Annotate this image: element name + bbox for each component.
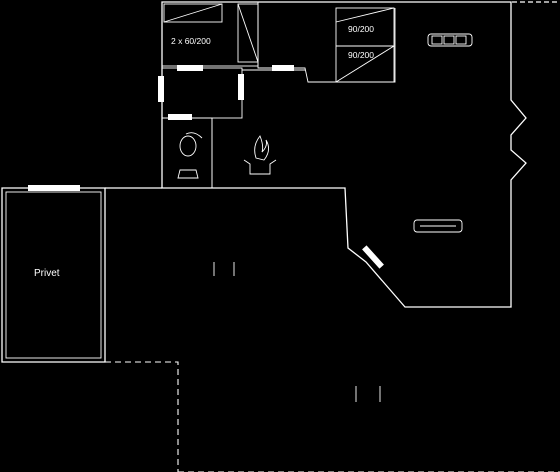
- table-icon: [355, 386, 381, 402]
- main-hall: [105, 187, 560, 472]
- upper-rooms: [161, 1, 396, 83]
- door[interactable]: [168, 114, 192, 120]
- door[interactable]: [158, 76, 164, 102]
- bed-label: 90/200: [348, 24, 374, 34]
- fireplace-icon: [243, 135, 277, 175]
- door[interactable]: [362, 245, 384, 269]
- outer-walls: [161, 1, 560, 308]
- toilet-icon: [177, 132, 203, 179]
- door[interactable]: [272, 65, 294, 71]
- door[interactable]: [177, 65, 203, 71]
- sofa-icon: [413, 219, 463, 233]
- privy-label: Privet: [34, 268, 60, 279]
- bathroom: [161, 117, 213, 189]
- sofa-icon: [427, 33, 473, 47]
- privy-room: [1, 185, 106, 363]
- bed-label: 90/200: [348, 50, 374, 60]
- table-icon: [213, 262, 235, 276]
- door[interactable]: [28, 185, 80, 191]
- door[interactable]: [238, 74, 244, 100]
- hallway: [158, 65, 305, 120]
- closet-label: 2 x 60/200: [171, 36, 211, 46]
